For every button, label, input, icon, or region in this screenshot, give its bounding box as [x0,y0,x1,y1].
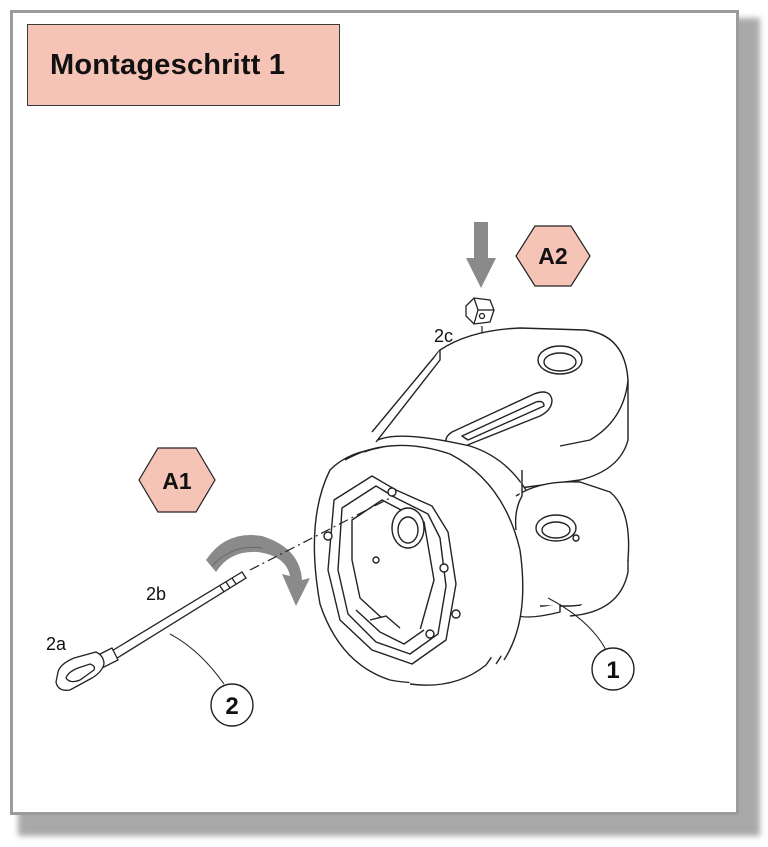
callout-label-1: 1 [606,657,619,684]
callout-2: 2 [210,683,254,727]
rotate-arrow-icon [206,535,310,606]
axis-line-horizontal [249,495,395,571]
callout-label-2: 2 [225,693,238,720]
label-2a: 2a [46,634,67,654]
nut-part-2c [465,297,495,325]
housing-part-1 [313,327,630,686]
callout-1: 1 [591,647,635,691]
down-arrow-icon [466,222,496,288]
hex-marker-a1: A1 [138,447,216,513]
leader-line-2 [169,633,225,685]
label-2c: 2c [434,326,453,346]
page-title: Montageschritt 1 [50,48,286,81]
leader-line-1 [547,597,607,651]
hex-marker-a2: A2 [515,225,591,287]
title-box: Montageschritt 1 [27,24,340,106]
hex-label-a1: A1 [162,468,192,494]
label-2b: 2b [146,584,166,604]
hex-label-a2: A2 [538,243,567,269]
rod-part-2 [55,571,247,691]
